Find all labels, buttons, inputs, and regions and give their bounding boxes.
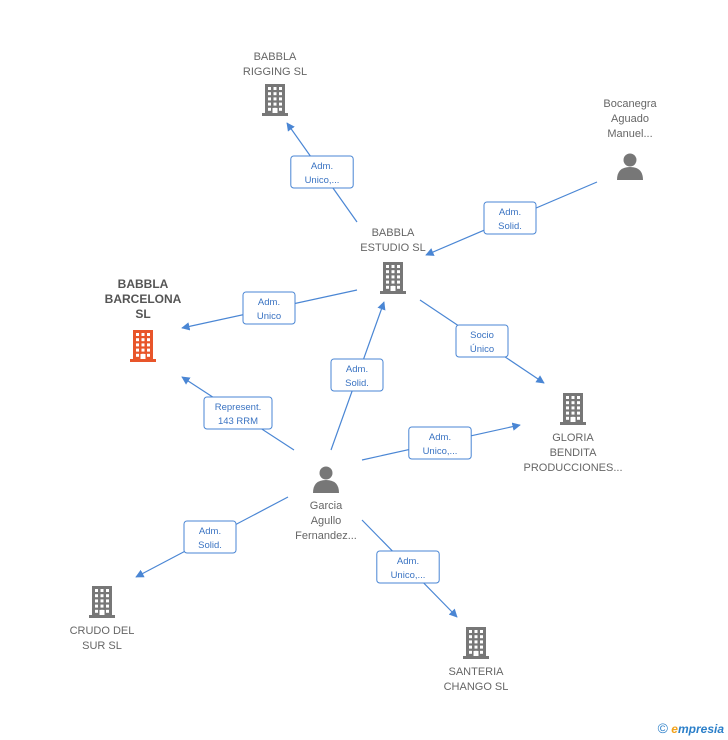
edge-label-box [203, 396, 273, 430]
edge-label-text: Adm. [199, 526, 221, 537]
edge-label-box [242, 291, 296, 325]
building-icon-gloria[interactable] [560, 393, 586, 425]
building-icon-babbla-rigging[interactable] [262, 84, 288, 116]
brand-initial: e [671, 722, 678, 736]
edge-label-2[interactable]: Adm. Solid. [483, 201, 537, 235]
edge-label-text: Unico,... [423, 446, 458, 457]
node-label-line: Agullo [311, 515, 342, 527]
edge-label-box [330, 358, 384, 392]
node-label-line: SUR SL [82, 640, 122, 652]
node-label-line: Bocanegra [603, 98, 657, 110]
edge-label-text: Solid. [498, 221, 522, 232]
node-label-line: BARCELONA [105, 292, 182, 306]
node-label-garcia[interactable]: GarciaAgulloFernandez... [295, 500, 357, 542]
edge-label-7[interactable]: Adm. Unico,... [408, 426, 472, 460]
person-icon-bocanegra[interactable] [617, 153, 643, 181]
edge-label-text: 143 RRM [218, 416, 258, 427]
node-label-line: SL [135, 307, 150, 321]
copyright-symbol: © [657, 720, 668, 736]
node-label-line: Garcia [310, 500, 343, 512]
node-label-line: BABBLA [254, 51, 297, 63]
person-icon-garcia[interactable] [313, 466, 339, 494]
brand-rest: mpresia [677, 722, 724, 736]
edge-label-text: Adm. [258, 297, 280, 308]
brand-logo[interactable]: empresia [671, 722, 724, 736]
node-label-gloria[interactable]: GLORIA BENDITA PRODUCCIONES... [523, 432, 622, 474]
edge-label-5[interactable]: Adm. Solid. [330, 358, 384, 392]
edge-label-1[interactable]: Adm. Unico,... [290, 155, 354, 189]
edge-label-text: Adm. [311, 161, 333, 172]
edge-label-text: Único [470, 344, 494, 355]
building-icon-babbla-barcelona[interactable] [130, 330, 156, 362]
node-label-babbla-estudio[interactable]: BABBLA ESTUDIO SL [360, 227, 425, 254]
edge-label-8[interactable]: Adm. Solid. [183, 520, 237, 554]
edge-label-text: Represent. [215, 402, 261, 413]
node-label-babbla-rigging[interactable]: BABBLA RIGGING SL [243, 51, 307, 78]
node-label-line: Fernandez... [295, 530, 357, 542]
node-label-line: GLORIA [552, 432, 594, 444]
edge-label-9[interactable]: Adm. Unico,... [376, 550, 440, 584]
edge-label-box [455, 324, 509, 358]
edge-label-box [408, 426, 472, 460]
node-label-line: SANTERIA [448, 666, 504, 678]
edge-label-text: Solid. [345, 378, 369, 389]
edge-label-text: Adm. [346, 364, 368, 375]
edge-labels-layer: Adm. Unico,... Adm. Solid. Adm. UnicoSocioÚni… [183, 155, 537, 584]
edge-label-text: Unico,... [305, 175, 340, 186]
node-label-line: PRODUCCIONES... [523, 462, 622, 474]
node-label-line: BABBLA [118, 277, 169, 291]
edge-label-text: Adm. [429, 432, 451, 443]
node-label-line: Manuel... [607, 128, 652, 140]
building-icon-babbla-estudio[interactable] [380, 262, 406, 294]
node-label-line: Aguado [611, 113, 649, 125]
node-label-crudo[interactable]: CRUDO DEL SUR SL [70, 625, 135, 652]
edge-label-text: Adm. [499, 207, 521, 218]
edge-label-text: Solid. [198, 540, 222, 551]
node-label-line: RIGGING SL [243, 66, 307, 78]
edge-label-3[interactable]: Adm. Unico [242, 291, 296, 325]
node-label-line: ESTUDIO SL [360, 242, 425, 254]
node-label-bocanegra[interactable]: BocanegraAguadoManuel... [603, 98, 657, 140]
edge-label-text: Adm. [397, 556, 419, 567]
building-icon-crudo[interactable] [89, 586, 115, 618]
node-label-line: BENDITA [550, 447, 598, 459]
building-icon-santeria[interactable] [463, 627, 489, 659]
edge-label-6[interactable]: Represent. 143 RRM [203, 396, 273, 430]
node-label-line: CHANGO SL [444, 681, 509, 693]
nodes-layer: BABBLA RIGGING SL BocanegraAguadoManuel...… [70, 51, 658, 693]
edge-label-box [290, 155, 354, 189]
edge-label-text: Unico,... [391, 570, 426, 581]
node-label-line: CRUDO DEL [70, 625, 135, 637]
node-label-santeria[interactable]: SANTERIA CHANGO SL [444, 666, 509, 693]
edge-label-text: Socio [470, 330, 494, 341]
copyright-footer: © empresia [658, 720, 724, 736]
edge-label-text: Unico [257, 311, 281, 322]
node-label-line: BABBLA [372, 227, 415, 239]
edge-label-box [376, 550, 440, 584]
edge-label-box [483, 201, 537, 235]
edge-label-box [183, 520, 237, 554]
